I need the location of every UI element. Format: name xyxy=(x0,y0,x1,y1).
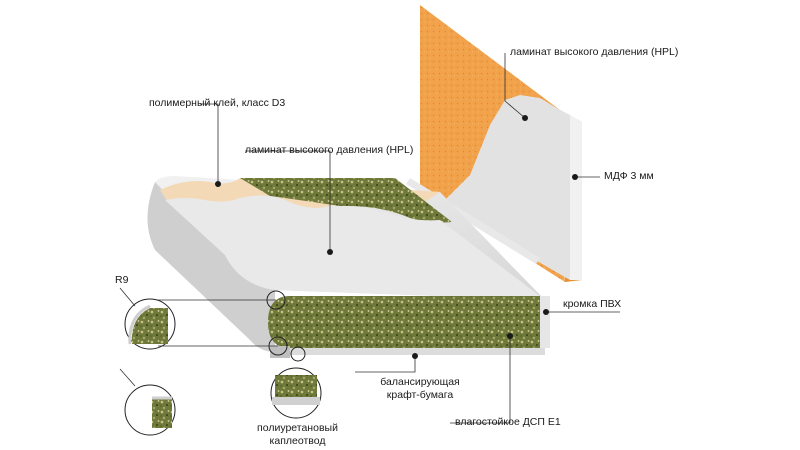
label-chipboard: влагостойкое ДСП Е1 xyxy=(455,416,561,428)
detail-drip xyxy=(270,367,322,419)
detail-r9 xyxy=(124,298,176,350)
balancing-paper xyxy=(275,345,545,355)
leader-dots xyxy=(215,115,578,359)
label-balancing-paper: балансирующая крафт-бумага xyxy=(375,376,465,402)
dot-hpl-top xyxy=(327,249,333,255)
label-balancing-line2: крафт-бумага xyxy=(386,389,454,401)
dot-mdf xyxy=(572,174,578,180)
label-edge-pvc: кромка ПВХ xyxy=(563,298,622,310)
chipboard-section xyxy=(268,296,540,348)
chipboard-top-reveal xyxy=(240,178,452,223)
hpl-panel-edge xyxy=(570,115,582,280)
dot-glue xyxy=(215,181,221,187)
label-radius: R9 xyxy=(115,274,129,286)
worktop xyxy=(147,176,545,352)
label-hpl-panel: ламинат высокого давления (HPL) xyxy=(510,46,679,58)
cross-section xyxy=(268,296,550,358)
dot-hpl-panel xyxy=(522,115,528,121)
dot-chipboard xyxy=(507,333,513,339)
leader-lines xyxy=(119,53,620,424)
hpl-panel-surface xyxy=(440,95,570,280)
label-drip-line2: каплеотвод xyxy=(269,435,326,447)
label-glue: полимерный клей, класс D3 xyxy=(149,97,286,109)
label-hpl-top: ламинат высокого давления (HPL) xyxy=(245,144,414,156)
dot-edge xyxy=(543,309,549,315)
slab-front-face xyxy=(147,182,275,352)
label-drip: полиуретановый каплеотвод xyxy=(250,422,345,448)
dot-balancing xyxy=(412,353,418,359)
drip-marker xyxy=(290,346,306,362)
label-mdf: МДФ 3 мм xyxy=(604,170,654,182)
label-balancing-line1: балансирующая xyxy=(380,376,460,388)
pvc-edge xyxy=(540,296,550,348)
hpl-top-torn xyxy=(165,195,545,300)
detail-square-edge xyxy=(124,384,176,436)
label-drip-line1: полиуретановый xyxy=(257,422,338,434)
